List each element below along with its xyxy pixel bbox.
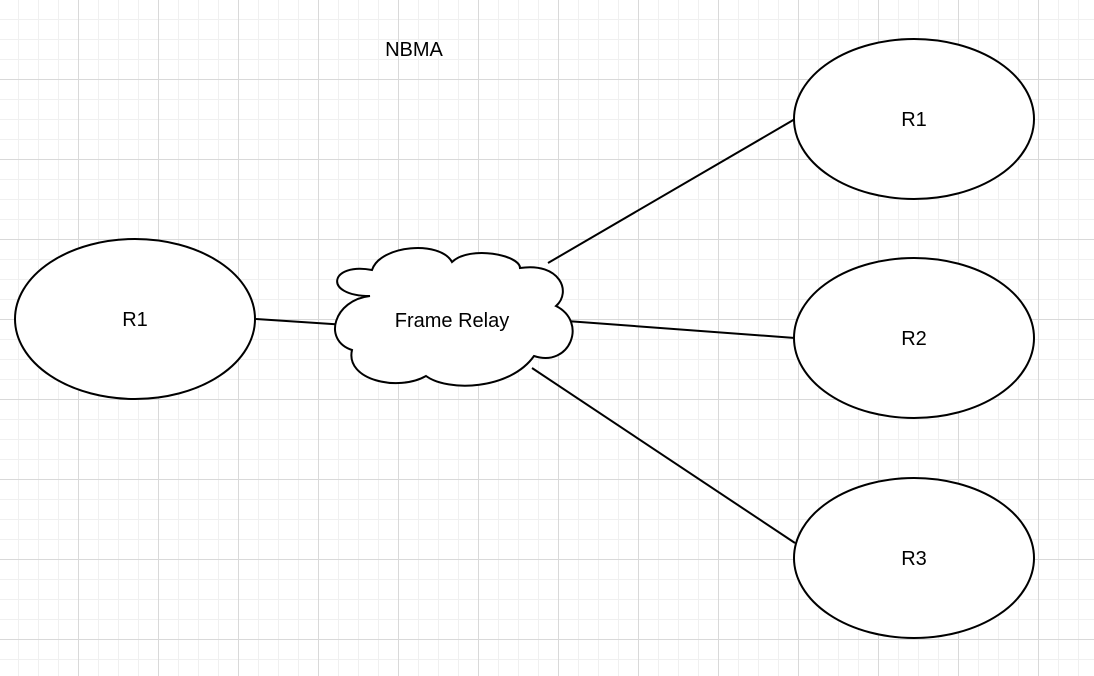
node-r3-label: R3 [901, 548, 927, 570]
node-r2[interactable]: R2 [793, 257, 1035, 419]
node-r1-top-right[interactable]: R1 [793, 38, 1035, 200]
node-r1-left[interactable]: R1 [14, 238, 256, 400]
edge-cloud-to-r1-top [547, 118, 796, 264]
node-r3[interactable]: R3 [793, 477, 1035, 639]
node-r2-shape [793, 257, 1035, 419]
node-r3-shape [793, 477, 1035, 639]
node-r1-left-shape [14, 238, 256, 400]
node-r2-label: R2 [901, 328, 927, 350]
edge-cloud-to-r3 [531, 367, 796, 544]
node-r1-top-right-label: R1 [901, 109, 927, 131]
cloud-shape [334, 247, 574, 387]
edge-cloud-to-r2 [552, 319, 796, 339]
cloud-frame-relay[interactable]: Frame Relay [334, 247, 574, 387]
node-r1-top-right-shape [793, 38, 1035, 200]
diagram-title: NBMA [385, 39, 443, 61]
node-r1-left-label: R1 [122, 309, 148, 331]
cloud-label: Frame Relay [395, 310, 509, 332]
